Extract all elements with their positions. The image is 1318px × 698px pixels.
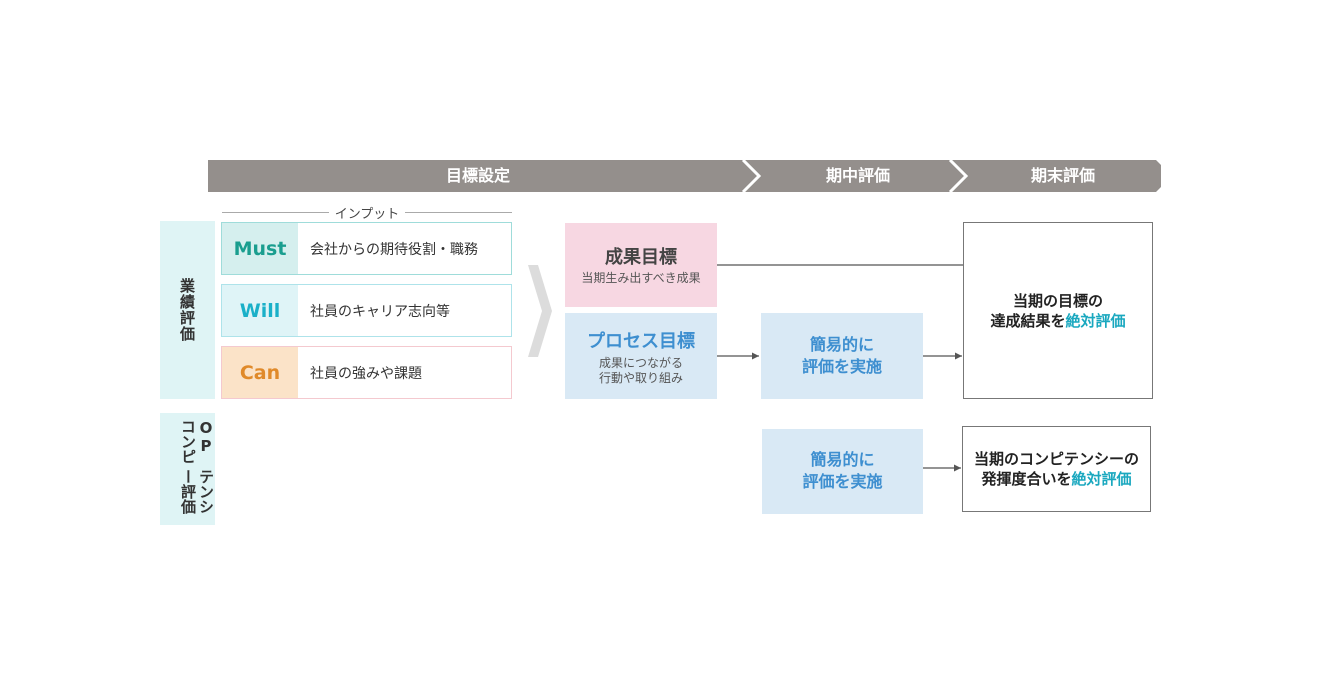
input-row-must: Must 会社からの期待役割・職務 [221,222,512,275]
mid-eval-line2: 評価を実施 [801,357,882,376]
phase-bar: 目標設定 期中評価 期末評価 [208,160,1161,192]
final-perf-highlight: 絶対評価 [1065,311,1126,330]
mid-eval-box-competency: 簡易的に 評価を実施 [762,429,923,514]
mid-eval-comp-line2: 評価を実施 [802,472,883,491]
can-key: Can [222,347,298,398]
competency-label-line1: OPコンピ [179,419,215,464]
process-goal-title: プロセス目標 [587,331,695,352]
final-perf-line2-prefix: 達成結果を [990,311,1066,330]
input-row-will: Will 社員のキャリア志向等 [221,284,512,337]
process-goal-sub2: 行動や取り組み [598,371,683,385]
must-desc: 会社からの期待役割・職務 [298,223,511,274]
phase-goal-setting: 目標設定 [445,166,510,185]
will-key: Will [222,285,298,336]
final-perf-line1: 当期の目標の [1012,291,1103,310]
input-caption: インプット [222,203,512,222]
must-key: Must [222,223,298,274]
can-desc: 社員の強みや課題 [298,347,511,398]
section-performance-label: 業績評価 [160,221,215,399]
competency-label-line2: テンシー評価 [179,469,215,515]
mid-eval-line1: 簡易的に [809,335,874,354]
result-goal-sub: 当期生み出すべき成果 [581,271,701,285]
final-comp-line1: 当期のコンピテンシーの [973,450,1139,468]
result-goal-box: 成果目標 当期生み出すべき成果 [565,223,717,307]
mid-eval-box-performance: 簡易的に 評価を実施 [761,313,923,399]
final-eval-box-performance: 当期の目標の 達成結果を絶対評価 [963,222,1153,399]
section-competency-label: OPコンピテンシー評価 [160,413,215,525]
flow-chevron-arrow [528,265,552,357]
mid-eval-comp-line1: 簡易的に [810,450,875,469]
phase-final-eval: 期末評価 [1030,166,1095,185]
result-goal-title: 成果目標 [605,247,677,268]
input-caption-text: インプット [328,207,406,222]
will-desc: 社員のキャリア志向等 [298,285,511,336]
final-eval-box-competency: 当期のコンピテンシーの 発揮度合いを絶対評価 [962,426,1151,512]
final-comp-line2-prefix: 発揮度合いを [981,470,1072,488]
final-comp-highlight: 絶対評価 [1071,470,1132,488]
phase-mid-eval: 期中評価 [825,166,890,185]
input-row-can: Can 社員の強みや課題 [221,346,512,399]
process-goal-sub1: 成果につながる [598,356,683,370]
process-goal-box: プロセス目標 成果につながる 行動や取り組み [565,313,717,399]
phase-bar-shape [208,160,1161,192]
